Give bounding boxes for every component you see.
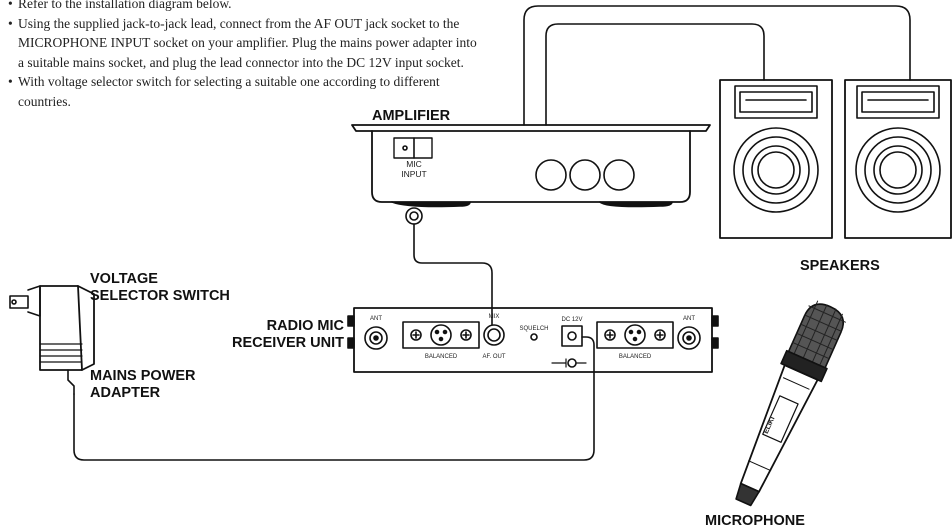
balanced-output-left: [402, 321, 480, 349]
amplifier-knob: [569, 159, 601, 191]
voltage-selector-label-line2: SELECTOR SWITCH: [90, 288, 230, 304]
instruction-item: Refer to the installation diagram below.: [8, 0, 478, 14]
dc-12v-label: DC 12V: [561, 317, 582, 323]
receiver-unit-label-line1: RADIO MIC: [266, 318, 344, 334]
instruction-item: Using the supplied jack-to-jack lead, co…: [8, 14, 478, 73]
balanced-output-right: [596, 321, 674, 349]
antenna-socket-left: [364, 326, 388, 350]
instruction-list: Refer to the installation diagram below.…: [8, 0, 478, 111]
speakers-label: SPEAKERS: [800, 258, 880, 274]
amplifier-label: AMPLIFIER: [372, 108, 451, 124]
jack-lead: [413, 223, 493, 326]
amplifier-unit: [351, 124, 711, 225]
mix-label: MIX: [489, 314, 500, 320]
power-cable: [73, 336, 595, 461]
mic-input-jack: [405, 207, 423, 225]
speaker-left: [719, 79, 833, 239]
antenna-socket-right: [677, 326, 701, 350]
mains-adapter-label-line2: ADAPTER: [90, 385, 161, 401]
receiver-unit: [347, 307, 719, 373]
balanced-right-label: BALANCED: [619, 354, 652, 360]
mains-adapter-label: MAINS POWER ADAPTER: [90, 368, 196, 402]
amplifier-knob: [603, 159, 635, 191]
mic-label-line2: INPUT: [401, 169, 427, 179]
mains-adapter-label-line1: MAINS POWER: [90, 368, 196, 384]
ant-right-label: ANT: [683, 316, 695, 322]
balanced-left-label: BALANCED: [425, 354, 458, 360]
squelch-label: SQUELCH: [519, 326, 548, 332]
mains-power-adapter: [9, 285, 95, 395]
af-out-label: AF. OUT: [482, 354, 505, 360]
mic-label-line1: MIC: [406, 159, 422, 169]
voltage-selector-label-line1: VOLTAGE: [90, 271, 158, 287]
af-out-jack: [483, 324, 505, 346]
ant-left-label: ANT: [370, 316, 382, 322]
microphone: [735, 300, 846, 507]
dc-input-socket: [561, 325, 583, 347]
speaker-right: [844, 79, 952, 239]
microphone-label: MICROPHONE: [705, 513, 805, 529]
receiver-unit-label-line2: RECEIVER UNIT: [232, 335, 344, 351]
instruction-item: With voltage selector switch for selecti…: [8, 72, 478, 111]
power-switch: [393, 137, 433, 159]
amplifier-knob: [535, 159, 567, 191]
speaker-cables: [523, 5, 911, 126]
receiver-unit-label: RADIO MIC RECEIVER UNIT: [196, 318, 344, 352]
voltage-selector-label: VOLTAGE SELECTOR SWITCH: [90, 271, 230, 305]
